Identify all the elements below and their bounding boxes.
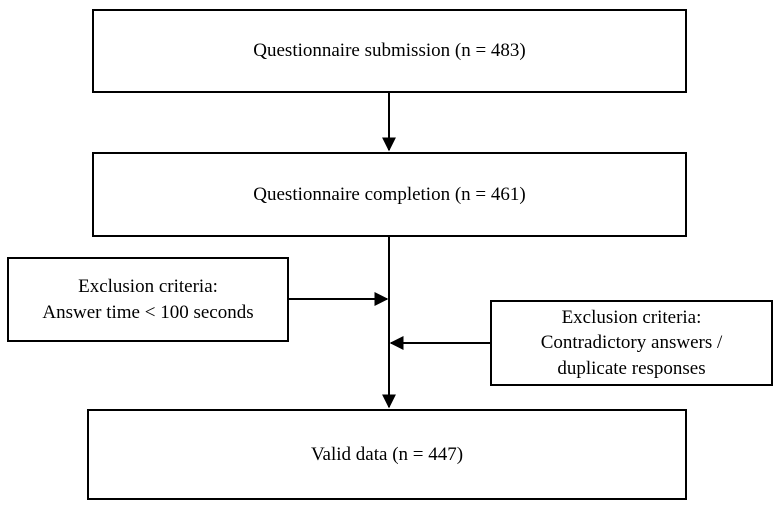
exclusion-answer-time-label: Exclusion criteria: Answer time < 100 se… <box>42 275 254 323</box>
questionnaire-submission-box: Questionnaire submission (n = 483) <box>92 9 687 93</box>
valid-data-label: Valid data (n = 447) <box>310 443 464 465</box>
valid-data-box: Valid data (n = 447) <box>87 409 687 500</box>
exclusion-contradictory-box: Exclusion criteria: Contradictory answer… <box>490 300 773 386</box>
questionnaire-completion-box: Questionnaire completion (n = 461) <box>92 152 687 237</box>
questionnaire-submission-label: Questionnaire submission (n = 483) <box>253 40 526 62</box>
exclusion-contradictory-label: Exclusion criteria: Contradictory answer… <box>540 306 723 379</box>
exclusion-answer-time-box: Exclusion criteria: Answer time < 100 se… <box>7 257 289 342</box>
questionnaire-completion-label: Questionnaire completion (n = 461) <box>253 183 526 205</box>
